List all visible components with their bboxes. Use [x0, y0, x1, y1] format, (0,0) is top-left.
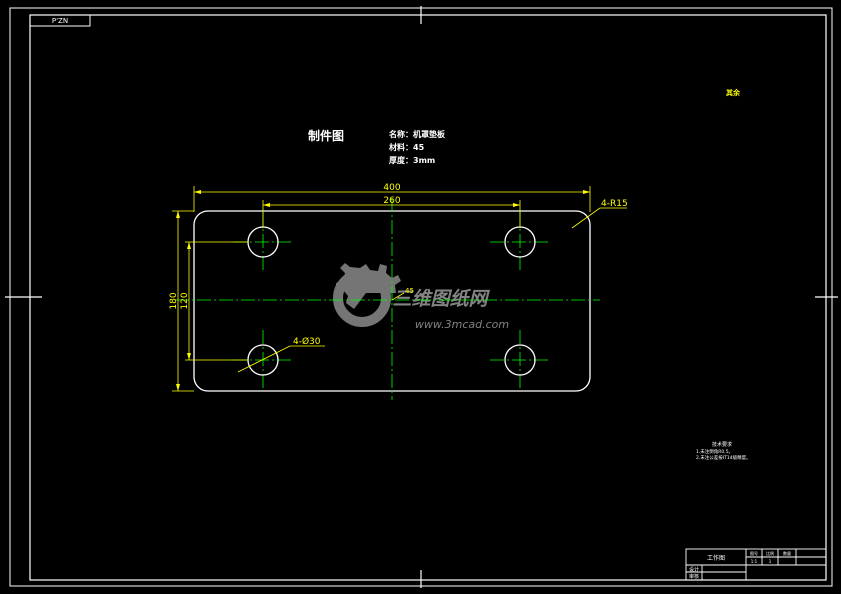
tech-note-1: 1.未注倒角R0.5。	[696, 448, 733, 455]
dim-overall-width: 400	[383, 183, 400, 193]
dimension-lines	[172, 186, 627, 392]
surface-note: 其余	[726, 88, 741, 97]
corner-tag: P'ZN	[52, 17, 68, 25]
watermark-brand: 三维图纸网	[392, 288, 490, 310]
tech-notes-title: 技术要求	[712, 441, 732, 448]
spec-thickness: 厚度：3mm	[389, 155, 435, 165]
dim-hole-spacing-y: 120	[180, 292, 190, 309]
gear-icon	[333, 263, 401, 327]
watermark: 三维图纸网 www.3mcad.com	[333, 263, 509, 331]
dim-hole-callout: 4-Ø30	[293, 336, 321, 347]
title-block-checker: 审核	[689, 573, 699, 580]
centering-marks	[5, 6, 838, 588]
drawing-title: 制件图	[308, 128, 344, 143]
title-block	[685, 548, 827, 581]
title-block-name: 工作图	[707, 554, 725, 562]
title-block-scale: 1:1	[751, 559, 758, 564]
title-block-drawing-no: 图号	[750, 550, 758, 556]
dim-corner-radius: 4-R15	[601, 199, 628, 209]
title-block-qty: 1	[769, 559, 772, 564]
dimension-arrows	[176, 190, 590, 391]
dim-hole-spacing-x: 260	[383, 196, 400, 206]
title-block-scale-label: 比例	[766, 550, 774, 556]
spec-name: 名称：机罩垫板	[389, 129, 446, 139]
dim-overall-height: 180	[169, 292, 179, 309]
watermark-url: www.3mcad.com	[415, 318, 509, 331]
tech-note-2: 2.未注公差按IT14级精度。	[696, 454, 751, 461]
title-block-designer: 设计	[689, 566, 699, 573]
dim-center-mark: 45	[405, 287, 414, 295]
hole-bottom-right	[504, 344, 536, 376]
title-block-qty-label: 数量	[783, 550, 791, 556]
corner-tag-box	[29, 14, 91, 27]
spec-material: 材料：45	[389, 142, 425, 152]
